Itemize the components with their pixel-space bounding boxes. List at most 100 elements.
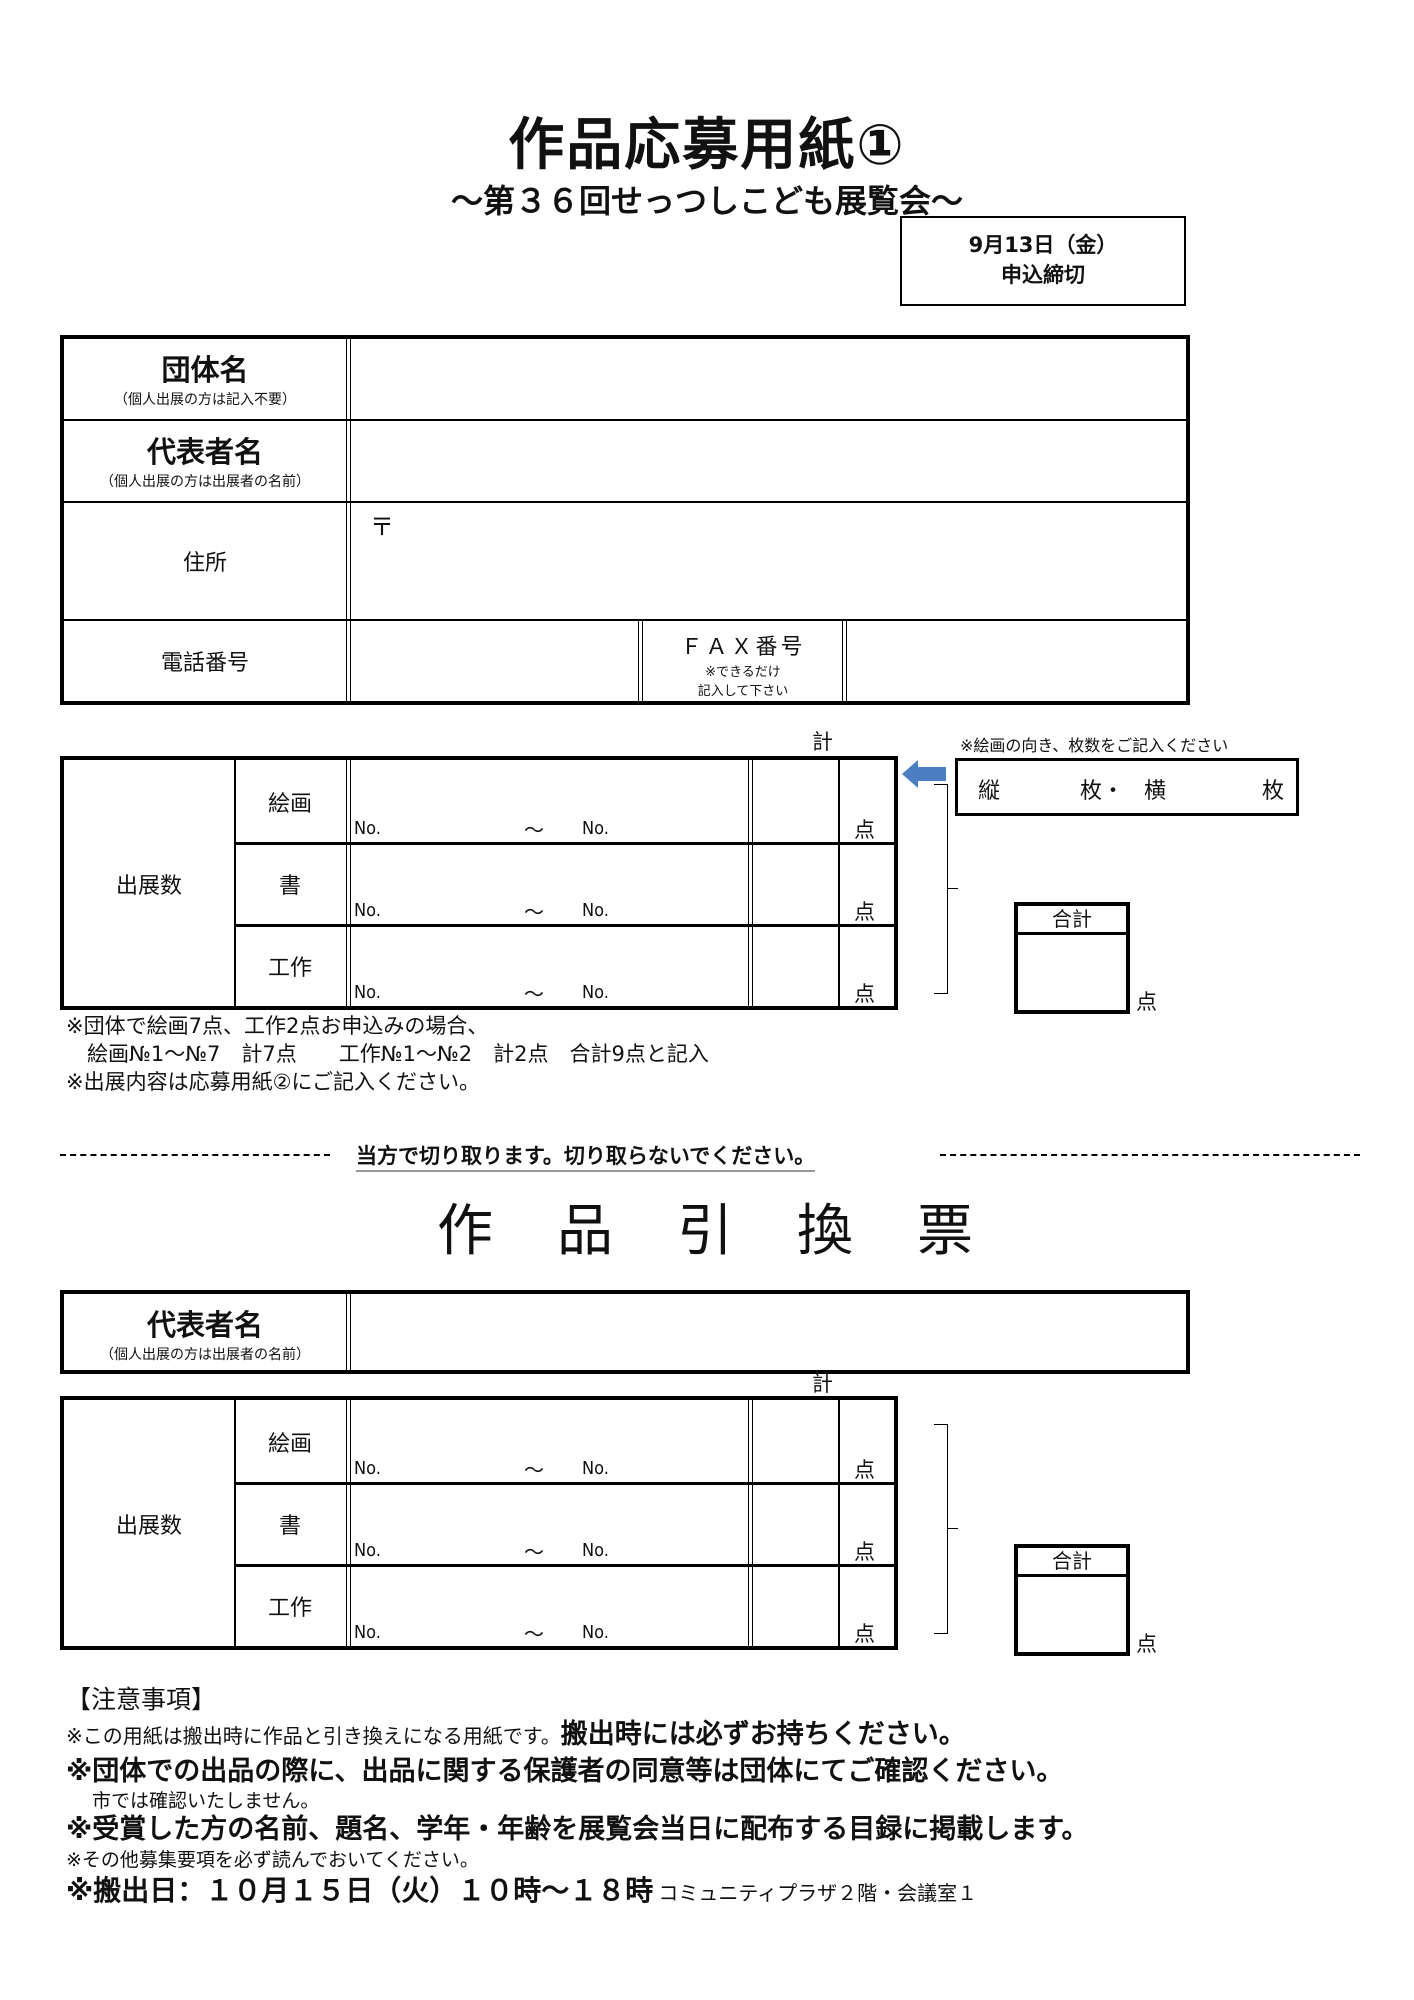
representative-field[interactable] (354, 421, 1186, 501)
ticket-representative-label-cell: 代表者名 （個人出展の方は出展者の名前） (64, 1302, 346, 1364)
caution-line-5-big: ※搬出日：１０月１５日（火）１０時～１８時 (66, 1874, 654, 1907)
bracket-tick (948, 1528, 958, 1529)
bracket-tick (948, 888, 958, 889)
cut-dash-left (60, 1154, 330, 1156)
address-field[interactable]: 〒 (354, 503, 1186, 619)
ten-label: 点 (854, 818, 875, 842)
no-to-label: No. (582, 1540, 609, 1561)
caution-line-1: ※この用紙は搬出時に作品と引き換えになる用紙です。搬出時には必ずお持ちください。 (66, 1718, 1386, 1755)
calligraphy-range-field[interactable]: No. ～ No. (352, 1484, 748, 1564)
tilde-mark: ～ (524, 1458, 544, 1482)
category-calligraphy: 書 (278, 1514, 301, 1539)
ticket-representative-field[interactable] (354, 1294, 1186, 1370)
tilde-mark: ～ (524, 900, 544, 924)
ticket-exhibit-count-table: 出展数 絵画 書 工作 No. ～ No. 点 No. ～ No. 点 No. … (60, 1396, 898, 1650)
painting-range-field[interactable]: No. ～ No. (352, 1400, 748, 1482)
group-name-note: （個人出展の方は記入不要） (114, 392, 296, 408)
caution-line-5-small: コミュニティプラザ２階・会議室１ (658, 1881, 978, 1905)
no-from-label: No. (354, 818, 381, 839)
phone-field[interactable] (354, 621, 638, 701)
arrow-left-icon (902, 760, 946, 788)
applicant-info-table: 団体名 （個人出展の方は記入不要） 代表者名 （個人出展の方は出展者の名前） 住… (60, 335, 1190, 705)
caution-line-5: ※搬出日：１０月１５日（火）１０時～１８時 コミュニティプラザ２階・会議室１ (66, 1873, 1386, 1913)
category-craft: 工作 (267, 1596, 312, 1621)
grand-total-box[interactable]: 合計 (1014, 902, 1130, 1014)
caution-line-1-small: ※この用紙は搬出時に作品と引き換えになる用紙です。 (66, 1724, 561, 1748)
bracket-decoration (934, 1424, 948, 1634)
deadline-box: 9月13日（金） 申込締切 (900, 216, 1186, 306)
group-name-field[interactable] (354, 339, 1186, 419)
calligraphy-range-field[interactable]: No. ～ No. (352, 844, 748, 924)
no-to-label: No. (582, 1622, 609, 1643)
caution-line-2: ※団体での出品の際に、出品に関する保護者の同意等は団体にてご確認ください。 (66, 1756, 1064, 1787)
fax-field[interactable] (850, 621, 1186, 701)
ticket-representative-label: 代表者名 (146, 1308, 263, 1342)
bracket-decoration (934, 784, 948, 994)
postal-mark: 〒 (370, 513, 394, 541)
category-craft: 工作 (267, 956, 312, 981)
tate-label: 縦 (978, 779, 1001, 804)
exhibit-count-label: 出展数 (115, 1514, 182, 1539)
address-label: 住所 (182, 551, 227, 576)
no-to-label: No. (582, 1458, 609, 1479)
tilde-mark: ～ (524, 818, 544, 842)
example-note-3: ※出展内容は応募用紙②にご記入ください。 (66, 1070, 481, 1094)
caution-line-3: ※受賞した方の名前、題名、学年・年齢を展覧会当日に配布する目録に掲載します。 (66, 1814, 1089, 1845)
no-from-label: No. (354, 1458, 381, 1479)
ten-label: 点 (854, 1540, 875, 1564)
no-to-label: No. (582, 900, 609, 921)
no-from-label: No. (354, 1540, 381, 1561)
no-from-label: No. (354, 900, 381, 921)
exhibit-count-label: 出展数 (115, 874, 182, 899)
painting-total-field[interactable] (754, 760, 838, 842)
grand-total-ten: 点 (1136, 990, 1157, 1014)
fax-label-cell: ＦＡＸ番号 ※できるだけ 記入して下さい (644, 629, 842, 699)
no-from-label: No. (354, 982, 381, 1003)
calligraphy-total-field[interactable] (754, 1484, 838, 1564)
craft-total-field[interactable] (754, 1566, 838, 1646)
arrow-left-shape (902, 760, 946, 788)
page-subtitle: ～第３６回せっつしこども展覧会～ (450, 182, 963, 220)
grand-total-ten: 点 (1136, 1632, 1157, 1656)
no-to-label: No. (582, 818, 609, 839)
mai-label-2: 枚 (1262, 779, 1285, 804)
ticket-grand-total-box[interactable]: 合計 (1014, 1544, 1130, 1656)
craft-range-field[interactable]: No. ～ No. (352, 1566, 748, 1646)
no-from-label: No. (354, 1622, 381, 1643)
phone-label: 電話番号 (160, 651, 249, 676)
mai-label-1: 枚・ (1080, 779, 1125, 804)
yoko-label: 横 (1144, 779, 1167, 804)
caution-line-4: ※その他募集要項を必ず読んでおいてください。 (66, 1849, 479, 1871)
caution-line-1-big: 搬出時には必ずお持ちください。 (560, 1719, 966, 1750)
orientation-box[interactable]: 縦 枚・ 横 枚 (955, 758, 1299, 816)
representative-label-cell: 代表者名 （個人出展の方は出展者の名前） (64, 429, 346, 491)
category-calligraphy: 書 (278, 874, 301, 899)
craft-range-field[interactable]: No. ～ No. (352, 926, 748, 1006)
example-note-1: ※団体で絵画7点、工作2点お申込みの場合、 (66, 1014, 489, 1038)
cut-line: 当方で切り取ります。切り取らないでください。 (60, 1140, 1360, 1172)
fax-note1: ※できるだけ (705, 665, 781, 680)
ticket-representative-note: （個人出展の方は出展者の名前） (100, 1347, 310, 1363)
craft-total-field[interactable] (754, 926, 838, 1006)
fax-note2: 記入して下さい (697, 684, 789, 699)
kei-label: 計 (812, 730, 833, 754)
deadline-label: 申込締切 (1001, 263, 1085, 287)
painting-range-field[interactable]: No. ～ No. (352, 760, 748, 842)
tilde-mark: ～ (524, 982, 544, 1006)
kei-label: 計 (812, 1372, 833, 1396)
exhibit-count-table: 出展数 絵画 書 工作 No. ～ No. 点 No. ～ No. 点 No. … (60, 756, 898, 1010)
caution-heading: 【注意事項】 (66, 1685, 217, 1714)
representative-note: （個人出展の方は出展者の名前） (100, 474, 310, 490)
calligraphy-total-field[interactable] (754, 844, 838, 924)
orientation-note: ※絵画の向き、枚数をご記入ください (960, 736, 1229, 755)
no-to-label: No. (582, 982, 609, 1003)
ticket-representative-table: 代表者名 （個人出展の方は出展者の名前） (60, 1290, 1190, 1374)
ticket-title: 作 品 引 換 票 (437, 1199, 977, 1264)
representative-label: 代表者名 (146, 435, 263, 469)
tilde-mark: ～ (524, 1622, 544, 1646)
caution-section: 【注意事項】 ※この用紙は搬出時に作品と引き換えになる用紙です。搬出時には必ずお… (66, 1682, 1386, 1913)
group-name-label: 団体名 (161, 353, 249, 387)
painting-total-field[interactable] (754, 1400, 838, 1482)
ten-label: 点 (854, 1622, 875, 1646)
example-note-2: 絵画№1～№7 計7点 工作№1～№2 計2点 合計9点と記入 (66, 1042, 709, 1066)
